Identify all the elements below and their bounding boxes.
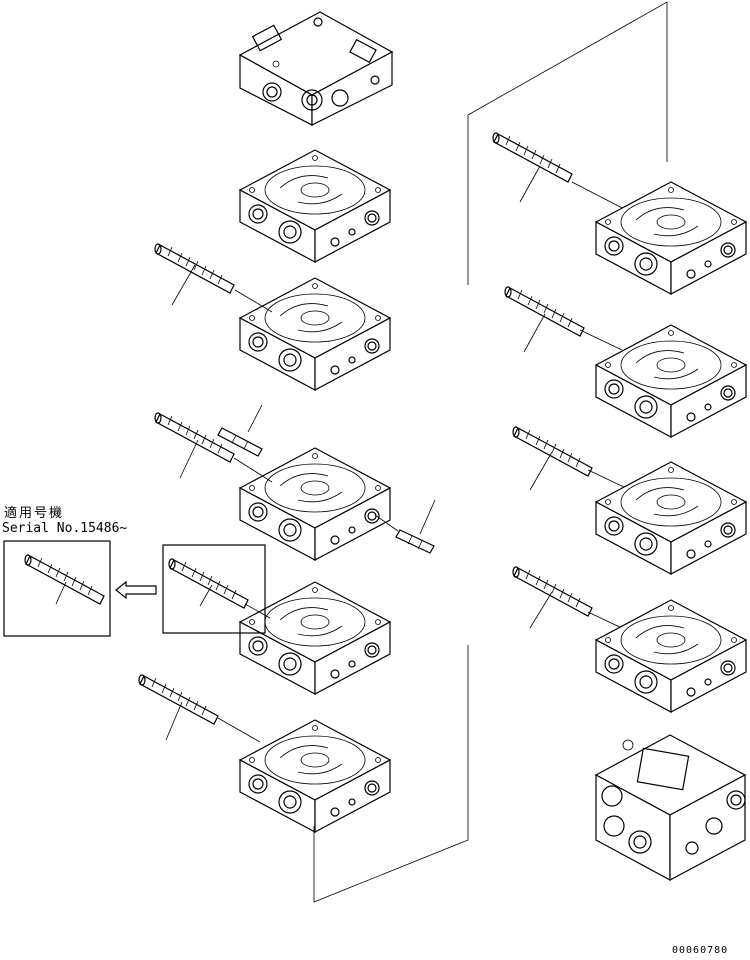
drawing-number: 00060780 — [672, 945, 729, 956]
spool-icon — [154, 243, 235, 294]
spool-icon — [24, 554, 105, 605]
spool-icon — [512, 426, 593, 477]
plug-icon — [217, 427, 263, 457]
connector-line-bottom — [313, 645, 469, 903]
valve-cover-top — [238, 11, 394, 126]
valve-end-cover — [594, 734, 747, 882]
serial-note-title: 適用号機 — [4, 506, 65, 521]
arrow-left-icon — [115, 580, 157, 600]
spool-icon — [168, 558, 249, 609]
valve-section-icon — [595, 461, 747, 575]
spool-icon — [492, 132, 573, 183]
valve-section-icon — [595, 324, 747, 438]
valve-section-icon — [239, 581, 391, 695]
spool-icon — [504, 286, 585, 337]
detail-frame — [162, 544, 266, 634]
serial-note-number: Serial No.15486~ — [2, 521, 128, 536]
serial-note-box — [3, 540, 111, 637]
plug-icon — [395, 529, 435, 554]
spool-icon — [512, 566, 593, 617]
valve-section-icon — [239, 447, 391, 561]
valve-section-icon — [239, 149, 391, 263]
spool-icon — [138, 674, 219, 725]
valve-section-icon — [595, 599, 747, 713]
connector-line-top — [467, 1, 668, 285]
valve-section-icon — [595, 181, 747, 295]
valve-section-icon — [239, 719, 391, 833]
valve-section-icon — [239, 277, 391, 391]
